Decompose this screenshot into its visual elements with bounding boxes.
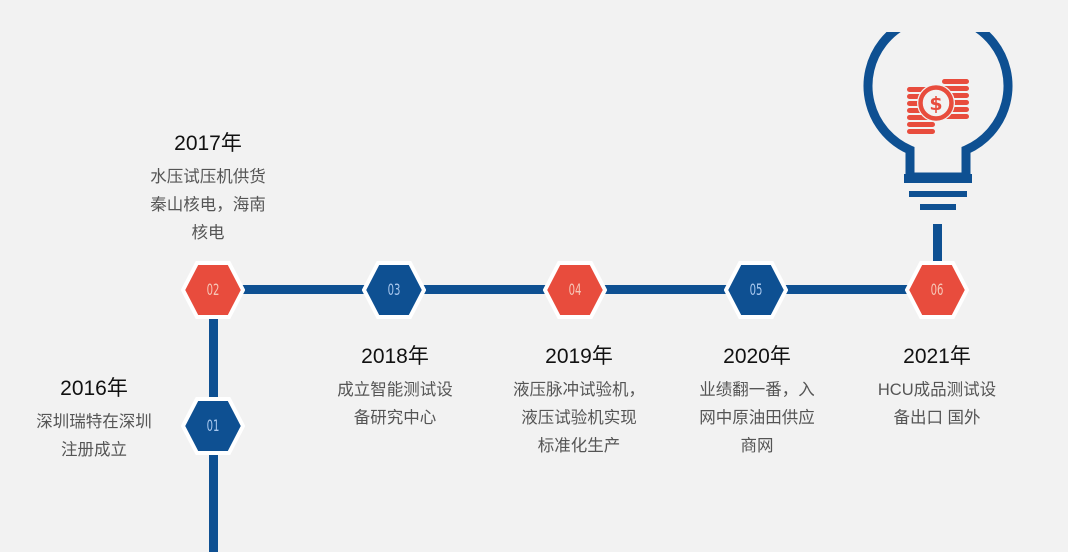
milestone-text-2016: 2016年 深圳瑞特在深圳 注册成立: [19, 372, 169, 464]
milestone-description: 深圳瑞特在深圳 注册成立: [36, 413, 152, 459]
dollar-coins-icon: $: [907, 79, 969, 134]
milestone-node-01: 01: [181, 397, 245, 455]
milestone-description: 业绩翻一番，入 网中原油田供应 商网: [699, 381, 815, 455]
milestone-year: 2021年: [903, 345, 971, 368]
milestone-number: 04: [568, 280, 582, 299]
milestone-description: 水压试压机供货 秦山核电，海南 核电: [150, 168, 266, 242]
milestone-text-2020: 2020年 业绩翻一番，入 网中原油田供应 商网: [682, 340, 832, 460]
svg-text:$: $: [929, 93, 942, 115]
milestone-number: 06: [930, 280, 944, 299]
milestone-text-2017: 2017年 水压试压机供货 秦山核电，海南 核电: [133, 127, 283, 247]
milestone-number: 03: [387, 280, 401, 299]
milestone-node-04: 04: [543, 261, 607, 319]
milestone-text-2021: 2021年 HCU成品测试设 备出口 国外: [862, 340, 1012, 432]
milestone-year: 2017年: [174, 132, 242, 155]
milestone-year: 2016年: [60, 377, 128, 400]
milestone-number: 05: [749, 280, 763, 299]
milestone-node-03: 03: [362, 261, 426, 319]
milestone-year: 2018年: [361, 345, 429, 368]
milestone-year: 2019年: [545, 345, 613, 368]
milestone-year: 2020年: [723, 345, 791, 368]
milestone-text-2018: 2018年 成立智能测试设 备研究中心: [320, 340, 470, 432]
milestone-description: 成立智能测试设 备研究中心: [337, 381, 453, 427]
bulb-stem-line: [933, 224, 942, 264]
milestone-number: 01: [206, 416, 220, 435]
milestone-node-06: 06: [905, 261, 969, 319]
milestone-number: 02: [206, 280, 220, 299]
milestone-text-2019: 2019年 液压脉冲试验机， 液压试验机实现 标准化生产: [499, 340, 659, 460]
milestone-node-02: 02: [181, 261, 245, 319]
milestone-description: 液压脉冲试验机， 液压试验机实现 标准化生产: [513, 381, 645, 455]
milestone-node-05: 05: [724, 261, 788, 319]
milestone-description: HCU成品测试设 备出口 国外: [877, 381, 997, 427]
lightbulb-icon: $: [862, 11, 1014, 237]
